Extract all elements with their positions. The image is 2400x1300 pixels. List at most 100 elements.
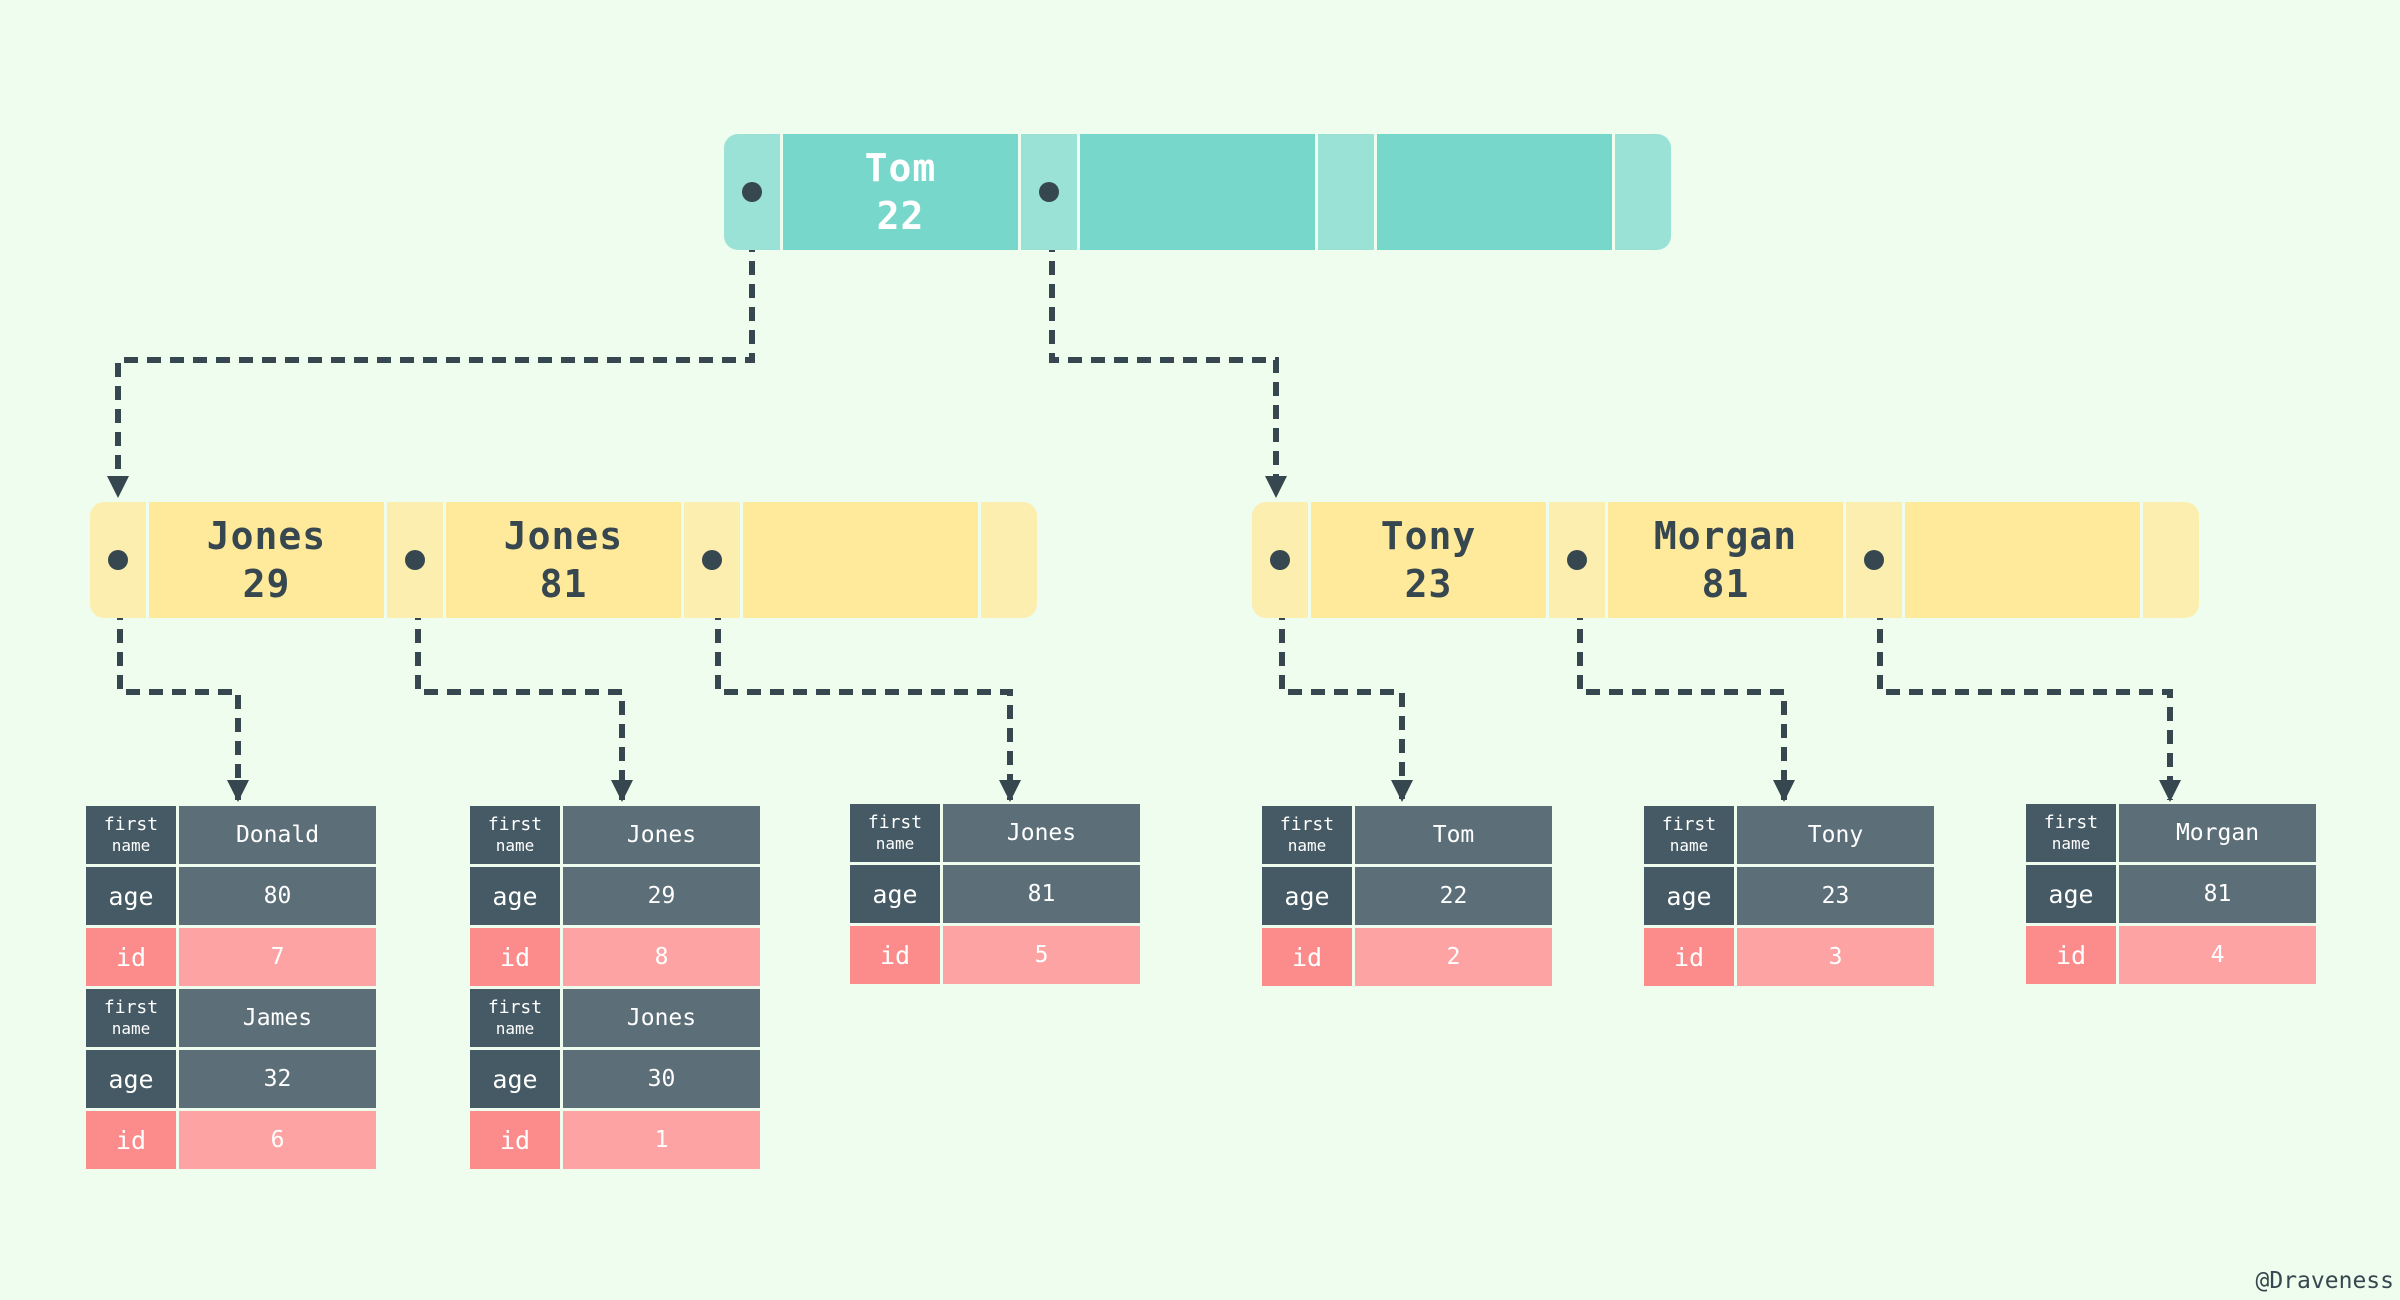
age-value: 23 (1737, 867, 1934, 925)
id-value: 6 (179, 1111, 376, 1169)
first-name-value: Jones (943, 804, 1140, 862)
inner-pointer-slot (1843, 502, 1902, 618)
record-row-age: age 81 (850, 865, 1140, 923)
record-row-age: age 30 (470, 1050, 760, 1108)
inner-pointer-slot-empty (978, 502, 1037, 618)
id-label: id (1262, 928, 1352, 986)
record-row-id: id 7 (86, 928, 376, 986)
first-name-value: James (179, 989, 376, 1047)
label-name: name (875, 834, 915, 853)
pointer-dot (702, 550, 722, 570)
label-first: first (2043, 812, 2099, 833)
age-label: age (1644, 867, 1734, 925)
connector-right-leaf-2 (1577, 560, 1795, 802)
inner-key-slot: Morgan 81 (1605, 502, 1843, 618)
age-label: age (850, 865, 940, 923)
id-value: 7 (179, 928, 376, 986)
record-row-id: id 1 (470, 1111, 760, 1169)
root-key-slot-empty (1374, 134, 1612, 250)
key-name: Tony (1380, 514, 1477, 558)
label-name: name (495, 836, 535, 855)
age-value: 81 (943, 865, 1140, 923)
record-row-age: age 81 (2026, 865, 2316, 923)
first-name-value: Tony (1737, 806, 1934, 864)
key-name: Jones (206, 514, 327, 558)
id-label: id (86, 1111, 176, 1169)
age-value: 81 (2119, 865, 2316, 923)
record-row-age: age 23 (1644, 867, 1934, 925)
record-row-id: id 4 (2026, 926, 2316, 984)
record-row-id: id 5 (850, 926, 1140, 984)
connector-right-leaf-1 (1279, 560, 1413, 802)
label-name: name (1287, 836, 1327, 855)
inner-pointer-slot-empty (2140, 502, 2199, 618)
id-value: 4 (2119, 926, 2316, 984)
id-value: 8 (563, 928, 760, 986)
id-value: 5 (943, 926, 1140, 984)
age-value: 32 (179, 1050, 376, 1108)
id-value: 3 (1737, 928, 1934, 986)
connector-root-left (107, 192, 755, 498)
pointer-dot (1567, 550, 1587, 570)
label-name: name (111, 1019, 151, 1038)
author-credit: @Draveness (2255, 1268, 2394, 1294)
inner-pointer-slot (90, 502, 146, 618)
id-label: id (850, 926, 940, 984)
first-name-value: Donald (179, 806, 376, 864)
label-name: name (1669, 836, 1709, 855)
inner-pointer-slot (384, 502, 443, 618)
key-value: 23 (1404, 562, 1453, 606)
pointer-dot (405, 550, 425, 570)
pointer-dot (742, 182, 762, 202)
connector-left-leaf-1 (117, 560, 249, 802)
age-value: 30 (563, 1050, 760, 1108)
pointer-dot (1864, 550, 1884, 570)
record-row-id: id 3 (1644, 928, 1934, 986)
first-name-value: Jones (563, 989, 760, 1047)
id-label: id (470, 928, 560, 986)
pointer-dot (1039, 182, 1059, 202)
label-first: first (487, 814, 543, 835)
id-label: id (2026, 926, 2116, 984)
root-pointer-slot-empty (1612, 134, 1671, 250)
label-name: name (111, 836, 151, 855)
root-key-slot-empty (1077, 134, 1315, 250)
root-pointer-slot (1018, 134, 1077, 250)
inner-node-right: Tony 23 Morgan 81 (1252, 502, 2199, 618)
inner-pointer-slot (1546, 502, 1605, 618)
key-name: Morgan (1653, 514, 1798, 558)
id-value: 1 (563, 1111, 760, 1169)
age-value: 80 (179, 867, 376, 925)
id-label: id (1644, 928, 1734, 986)
label-first: first (103, 997, 159, 1018)
inner-pointer-slot (681, 502, 740, 618)
id-label: id (86, 928, 176, 986)
age-label: age (470, 867, 560, 925)
key-name: Jones (503, 514, 624, 558)
pointer-dot (1270, 550, 1290, 570)
age-value: 29 (563, 867, 760, 925)
record-row-age: age 32 (86, 1050, 376, 1108)
inner-pointer-slot (1252, 502, 1308, 618)
age-label: age (2026, 865, 2116, 923)
first-name-value: Tom (1355, 806, 1552, 864)
inner-key-slot-empty (740, 502, 978, 618)
age-label: age (470, 1050, 560, 1108)
